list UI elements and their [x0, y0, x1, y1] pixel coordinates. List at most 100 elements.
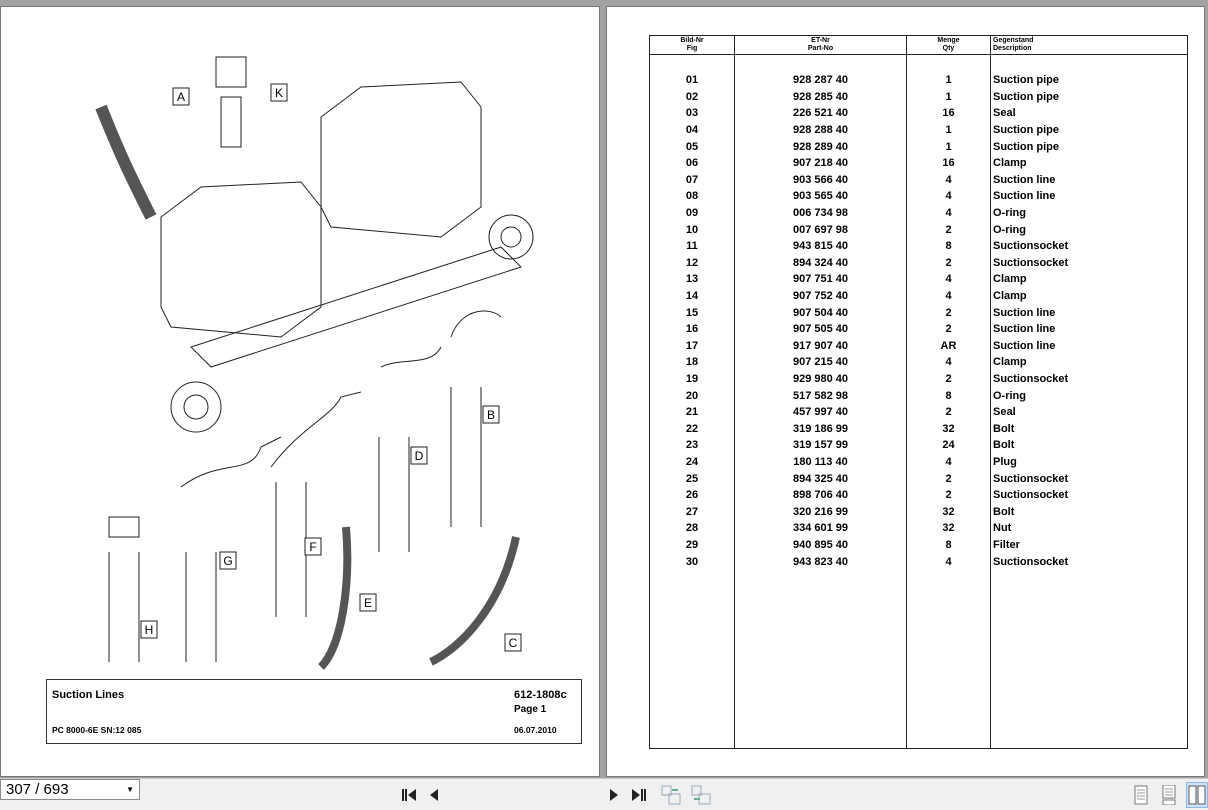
description-cell: Nut — [990, 520, 1188, 537]
previous-page-button[interactable] — [428, 785, 440, 805]
part-number-cell: 928 288 40 — [734, 121, 907, 139]
quantity-cell: 2 — [906, 403, 991, 421]
description-cell: Suction line — [990, 304, 1188, 321]
group-label: H — [145, 623, 154, 637]
fig-cell: 09 — [649, 204, 735, 222]
quantity-cell: 2 — [906, 320, 991, 338]
group-label: K — [275, 86, 283, 100]
page-indicator: 307 / 693 — [6, 781, 69, 798]
fig-cell: 30 — [649, 553, 735, 570]
two-page-view-button[interactable] — [1186, 782, 1208, 808]
quantity-cell: 1 — [906, 138, 991, 155]
two-page-icon — [1188, 785, 1206, 805]
part-number-cell: 907 751 40 — [734, 271, 907, 288]
group-label: C — [509, 636, 518, 650]
fig-cell: 05 — [649, 138, 735, 155]
next-view-icon — [691, 785, 711, 805]
fig-cell: 01 — [649, 72, 735, 89]
single-page-view-button[interactable] — [1134, 785, 1148, 805]
group-label: A — [177, 90, 185, 104]
description-cell: O-ring — [990, 387, 1188, 404]
description-cell: Plug — [990, 453, 1188, 471]
fig-cell: 12 — [649, 254, 735, 272]
fig-cell: 15 — [649, 304, 735, 321]
fig-cell: 23 — [649, 437, 735, 454]
fig-cell: 07 — [649, 171, 735, 189]
machine-serial: PC 8000-6E SN:12 085 — [52, 725, 142, 735]
quantity-cell: 4 — [906, 271, 991, 288]
group-label-box — [504, 633, 522, 652]
fig-cell: 16 — [649, 320, 735, 338]
quantity-cell: 32 — [906, 520, 991, 537]
previous-view-button[interactable] — [660, 785, 682, 805]
next-view-button[interactable] — [690, 785, 712, 805]
next-page-button[interactable] — [608, 785, 620, 805]
description-cell: O-ring — [990, 204, 1188, 222]
fig-cell: 27 — [649, 503, 735, 521]
quantity-cell: 16 — [906, 105, 991, 122]
description-cell: Clamp — [990, 271, 1188, 288]
description-cell: Suctionsocket — [990, 553, 1188, 570]
fig-cell: 10 — [649, 221, 735, 238]
group-label-box — [270, 83, 288, 102]
fig-cell: 20 — [649, 387, 735, 404]
quantity-cell: 4 — [906, 354, 991, 371]
part-number-cell: 903 566 40 — [734, 171, 907, 189]
group-label-box — [172, 87, 190, 106]
dropdown-arrow-icon: ▼ — [126, 785, 134, 794]
last-page-icon — [632, 789, 646, 801]
fig-cell: 24 — [649, 453, 735, 471]
group-label: F — [309, 540, 316, 554]
page-number-select[interactable]: 307 / 693 ▼ — [0, 779, 140, 800]
group-label-box — [304, 537, 322, 556]
continuous-view-button[interactable] — [1162, 785, 1176, 805]
description-cell: Filter — [990, 536, 1188, 554]
fig-cell: 25 — [649, 470, 735, 487]
part-number-cell: 006 734 98 — [734, 204, 907, 222]
description-cell: Clamp — [990, 154, 1188, 172]
part-number-cell: 943 823 40 — [734, 553, 907, 570]
part-number-cell: 898 706 40 — [734, 486, 907, 504]
quantity-cell: 2 — [906, 486, 991, 504]
group-label-box — [410, 446, 428, 465]
group-label-box — [219, 551, 237, 570]
part-number-cell: 907 504 40 — [734, 304, 907, 321]
continuous-icon — [1162, 785, 1176, 805]
last-page-button[interactable] — [630, 785, 648, 805]
previous-page-icon — [430, 789, 438, 801]
part-number-cell: 940 895 40 — [734, 536, 907, 554]
description-cell: Clamp — [990, 287, 1188, 305]
description-cell: Suctionsocket — [990, 254, 1188, 272]
document-date: 06.07.2010 — [514, 725, 557, 735]
fig-cell: 08 — [649, 188, 735, 205]
description-cell: Suctionsocket — [990, 237, 1188, 255]
first-page-button[interactable] — [400, 785, 418, 805]
quantity-cell: 1 — [906, 88, 991, 106]
part-number-cell: 517 582 98 — [734, 387, 907, 404]
fig-cell: 22 — [649, 420, 735, 438]
quantity-cell: 8 — [906, 387, 991, 404]
part-number-cell: 928 287 40 — [734, 72, 907, 89]
fig-cell: 26 — [649, 486, 735, 504]
group-label: B — [487, 408, 495, 422]
group-label: G — [223, 554, 232, 568]
group-label-box — [140, 620, 158, 639]
fig-cell: 11 — [649, 237, 735, 255]
quantity-cell: 8 — [906, 536, 991, 554]
document-number: 612-1808c — [514, 689, 567, 701]
description-cell: Suction pipe — [990, 72, 1188, 89]
part-number-cell: 894 324 40 — [734, 254, 907, 272]
part-number-cell: 907 752 40 — [734, 287, 907, 305]
description-cell: Clamp — [990, 354, 1188, 371]
